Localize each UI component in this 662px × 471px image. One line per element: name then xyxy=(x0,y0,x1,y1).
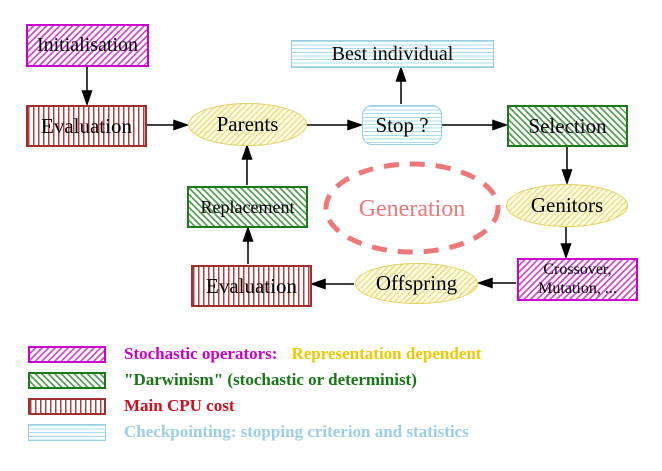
arrow-offspring-to-evaluation xyxy=(309,278,354,290)
arrow-initialisation-to-evaluation xyxy=(81,67,93,107)
legend-row-main-cpu-cost: Main CPU cost xyxy=(28,396,235,415)
arrow-selection-to-genitors xyxy=(561,147,573,186)
legend-label-checkpointing: Checkpointing: stopping criterion and st… xyxy=(124,422,469,441)
legend-label-darwinism: "Darwinism" (stochastic or determinist) xyxy=(124,370,417,389)
node-parents: Parents xyxy=(188,103,307,146)
legend-label-stochastic: Stochastic operators: xyxy=(124,344,278,363)
node-crossover-mutation-text: Crossover, Mutation, ... xyxy=(538,261,617,298)
node-best-individual: Best individual xyxy=(291,40,494,68)
node-replacement: Replacement xyxy=(187,186,308,228)
node-selection: Selection xyxy=(507,105,628,147)
legend-row-checkpointing: Checkpointing: stopping criterion and st… xyxy=(28,422,469,441)
cyan-horizontal-lines-swatch xyxy=(28,423,106,441)
arrow-parents-to-stop xyxy=(307,119,364,131)
node-stop: Stop ? xyxy=(362,105,442,145)
legend-row-darwinism: "Darwinism" (stochastic or determinist) xyxy=(28,370,417,389)
node-generation-label: Generation xyxy=(358,195,466,222)
node-genitors: Genitors xyxy=(506,184,628,227)
arrow-genitors-to-crossover xyxy=(560,227,572,260)
legend-label-representation: Representation dependent xyxy=(291,344,482,363)
legend-row-stochastic-operators: Stochastic operators: Representation depe… xyxy=(28,344,481,364)
red-vertical-lines-swatch xyxy=(28,397,106,415)
node-evaluation-bottom: Evaluation xyxy=(191,265,312,307)
crossover-line2: Mutation, ... xyxy=(538,279,617,297)
node-offspring: Offspring xyxy=(355,263,478,304)
green-diagonal-hatch-swatch xyxy=(28,371,106,389)
arrow-replacement-to-parents xyxy=(241,143,253,185)
magenta-diagonal-hatch-swatch xyxy=(28,345,106,363)
arrow-stop-to-best-individual xyxy=(395,65,407,104)
node-evaluation-top: Evaluation xyxy=(26,105,147,147)
arrow-stop-to-selection xyxy=(442,119,509,131)
arrow-evaluation-to-parents xyxy=(147,119,190,131)
legend-label: Stochastic operators: Representation depe… xyxy=(124,344,481,364)
arrow-crossover-to-offspring xyxy=(476,277,516,289)
crossover-line1: Crossover, xyxy=(543,261,612,279)
legend-label-cpu-cost: Main CPU cost xyxy=(124,396,235,415)
node-initialisation: Initialisation xyxy=(26,24,149,67)
node-crossover-mutation: Crossover, Mutation, ... xyxy=(517,258,638,301)
arrow-evaluation-to-replacement xyxy=(242,225,254,264)
